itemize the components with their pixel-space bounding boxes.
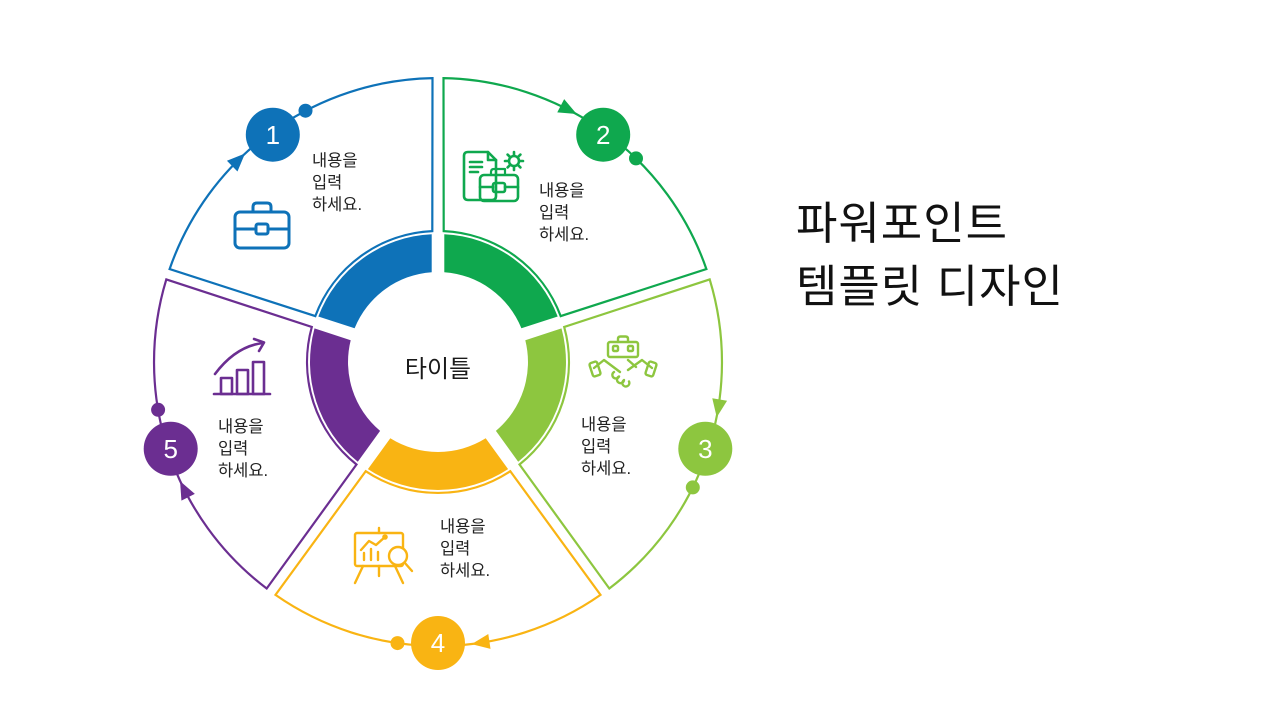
- arrowhead-into-3-icon: [712, 398, 728, 418]
- step-2-badge[interactable]: 2: [576, 107, 631, 162]
- arrowhead-into-4-icon: [471, 634, 491, 649]
- step-5-badge[interactable]: 5: [143, 421, 198, 476]
- step-3-text-placeholder[interactable]: 내용을 입력 하세요.: [581, 416, 632, 478]
- step-1-number: 1: [266, 120, 280, 150]
- slide-title[interactable]: 파워포인트 템플릿 디자인: [796, 198, 1064, 312]
- dot-after-3-icon: [685, 480, 700, 495]
- dot-after-1-icon: [298, 103, 313, 118]
- segment-1-petal[interactable]: [168, 76, 434, 318]
- segment-3-petal[interactable]: [517, 278, 724, 591]
- segment-4-petal[interactable]: [273, 469, 603, 647]
- document-gear-briefcase-icon[interactable]: [462, 150, 525, 203]
- segment-5-petal[interactable]: [152, 278, 359, 591]
- step-2-text-placeholder[interactable]: 내용을 입력 하세요.: [539, 182, 590, 244]
- briefcase-icon[interactable]: [233, 201, 291, 250]
- step-4-number: 4: [431, 628, 445, 658]
- growth-bar-chart-icon[interactable]: [212, 337, 272, 396]
- dot-after-4-icon: [390, 636, 405, 651]
- dot-after-2-icon: [629, 151, 643, 166]
- segment-1-ring-arc[interactable]: [318, 234, 432, 329]
- step-5-text-placeholder[interactable]: 내용을 입력 하세요.: [218, 418, 269, 480]
- handshake-deal-icon[interactable]: [588, 335, 658, 388]
- segment-4-ring-arc[interactable]: [367, 438, 509, 491]
- step-1-badge[interactable]: 1: [245, 107, 300, 162]
- diagram-center-title[interactable]: 타이틀: [404, 356, 472, 383]
- process-wheel-diagram: 1 2 3 4 5: [143, 76, 733, 670]
- segment-3-ring-arc[interactable]: [495, 328, 566, 462]
- segment-2-ring-arc[interactable]: [444, 234, 558, 329]
- step-3-badge[interactable]: 3: [678, 421, 733, 476]
- arrowhead-into-1-icon: [226, 153, 246, 172]
- arrowhead-into-2-icon: [557, 99, 577, 115]
- step-4-text-placeholder[interactable]: 내용을 입력 하세요.: [440, 518, 491, 580]
- arrowhead-into-5-icon: [180, 481, 195, 501]
- step-1-text-placeholder[interactable]: 내용을 입력 하세요.: [312, 152, 363, 214]
- segment-2-petal[interactable]: [442, 76, 708, 318]
- presentation-analysis-icon[interactable]: [353, 526, 414, 585]
- step-5-number: 5: [163, 434, 177, 464]
- dot-after-5-icon: [151, 402, 166, 417]
- segment-5-ring-arc[interactable]: [310, 328, 381, 462]
- step-2-number: 2: [596, 120, 610, 150]
- step-3-number: 3: [698, 434, 712, 464]
- step-4-badge[interactable]: 4: [411, 616, 465, 670]
